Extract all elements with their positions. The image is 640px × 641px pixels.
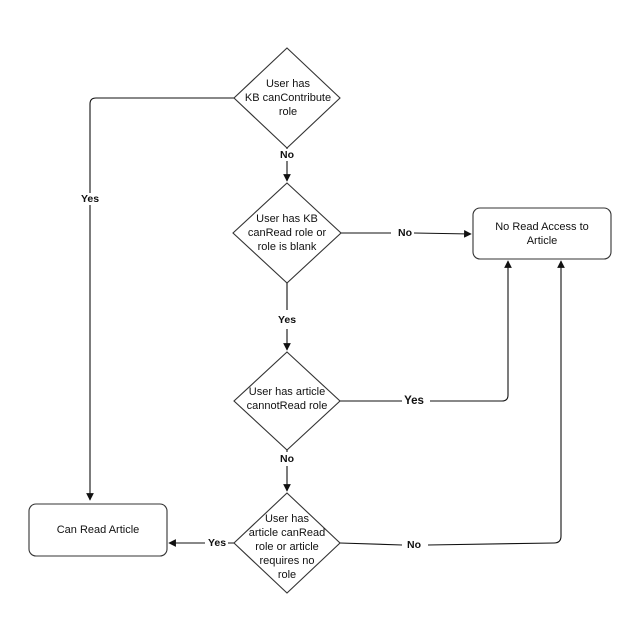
edge-kb-to-no-access [341,233,471,234]
edge-label-kb-no: No [397,227,413,239]
edge-label-cannotread-no: No [279,453,295,465]
edge-label-article-no: No [406,539,422,551]
kb-canread-decision-label: User has KB canRead role or role is blan… [247,213,327,253]
article-canread-decision-shape [233,492,341,594]
cannotread-decision-label: User has article cannotRead role [246,386,328,412]
edge-label-article-yes: Yes [206,537,228,549]
edge-label-cannotread-yes: Yes [403,395,425,407]
no-access-box-label: No Read Access to Article [495,221,589,247]
edge-contribute-to-can-read [86,97,234,501]
contribute-decision-label: User has KB canContribute role [244,78,332,118]
edge-label-contribute-yes: Yes [79,193,101,205]
edge-cannotread-to-no-access [340,261,508,402]
edge-label-contribute-no: No [279,149,295,161]
can-read-box-shape [28,503,168,557]
edge-label-kb-yes: Yes [276,314,298,326]
can-read-box-label: Can Read Article [56,524,140,536]
article-canread-decision-label: User has article canRead role or article… [248,513,326,581]
edge-article-to-no-access [339,261,561,546]
